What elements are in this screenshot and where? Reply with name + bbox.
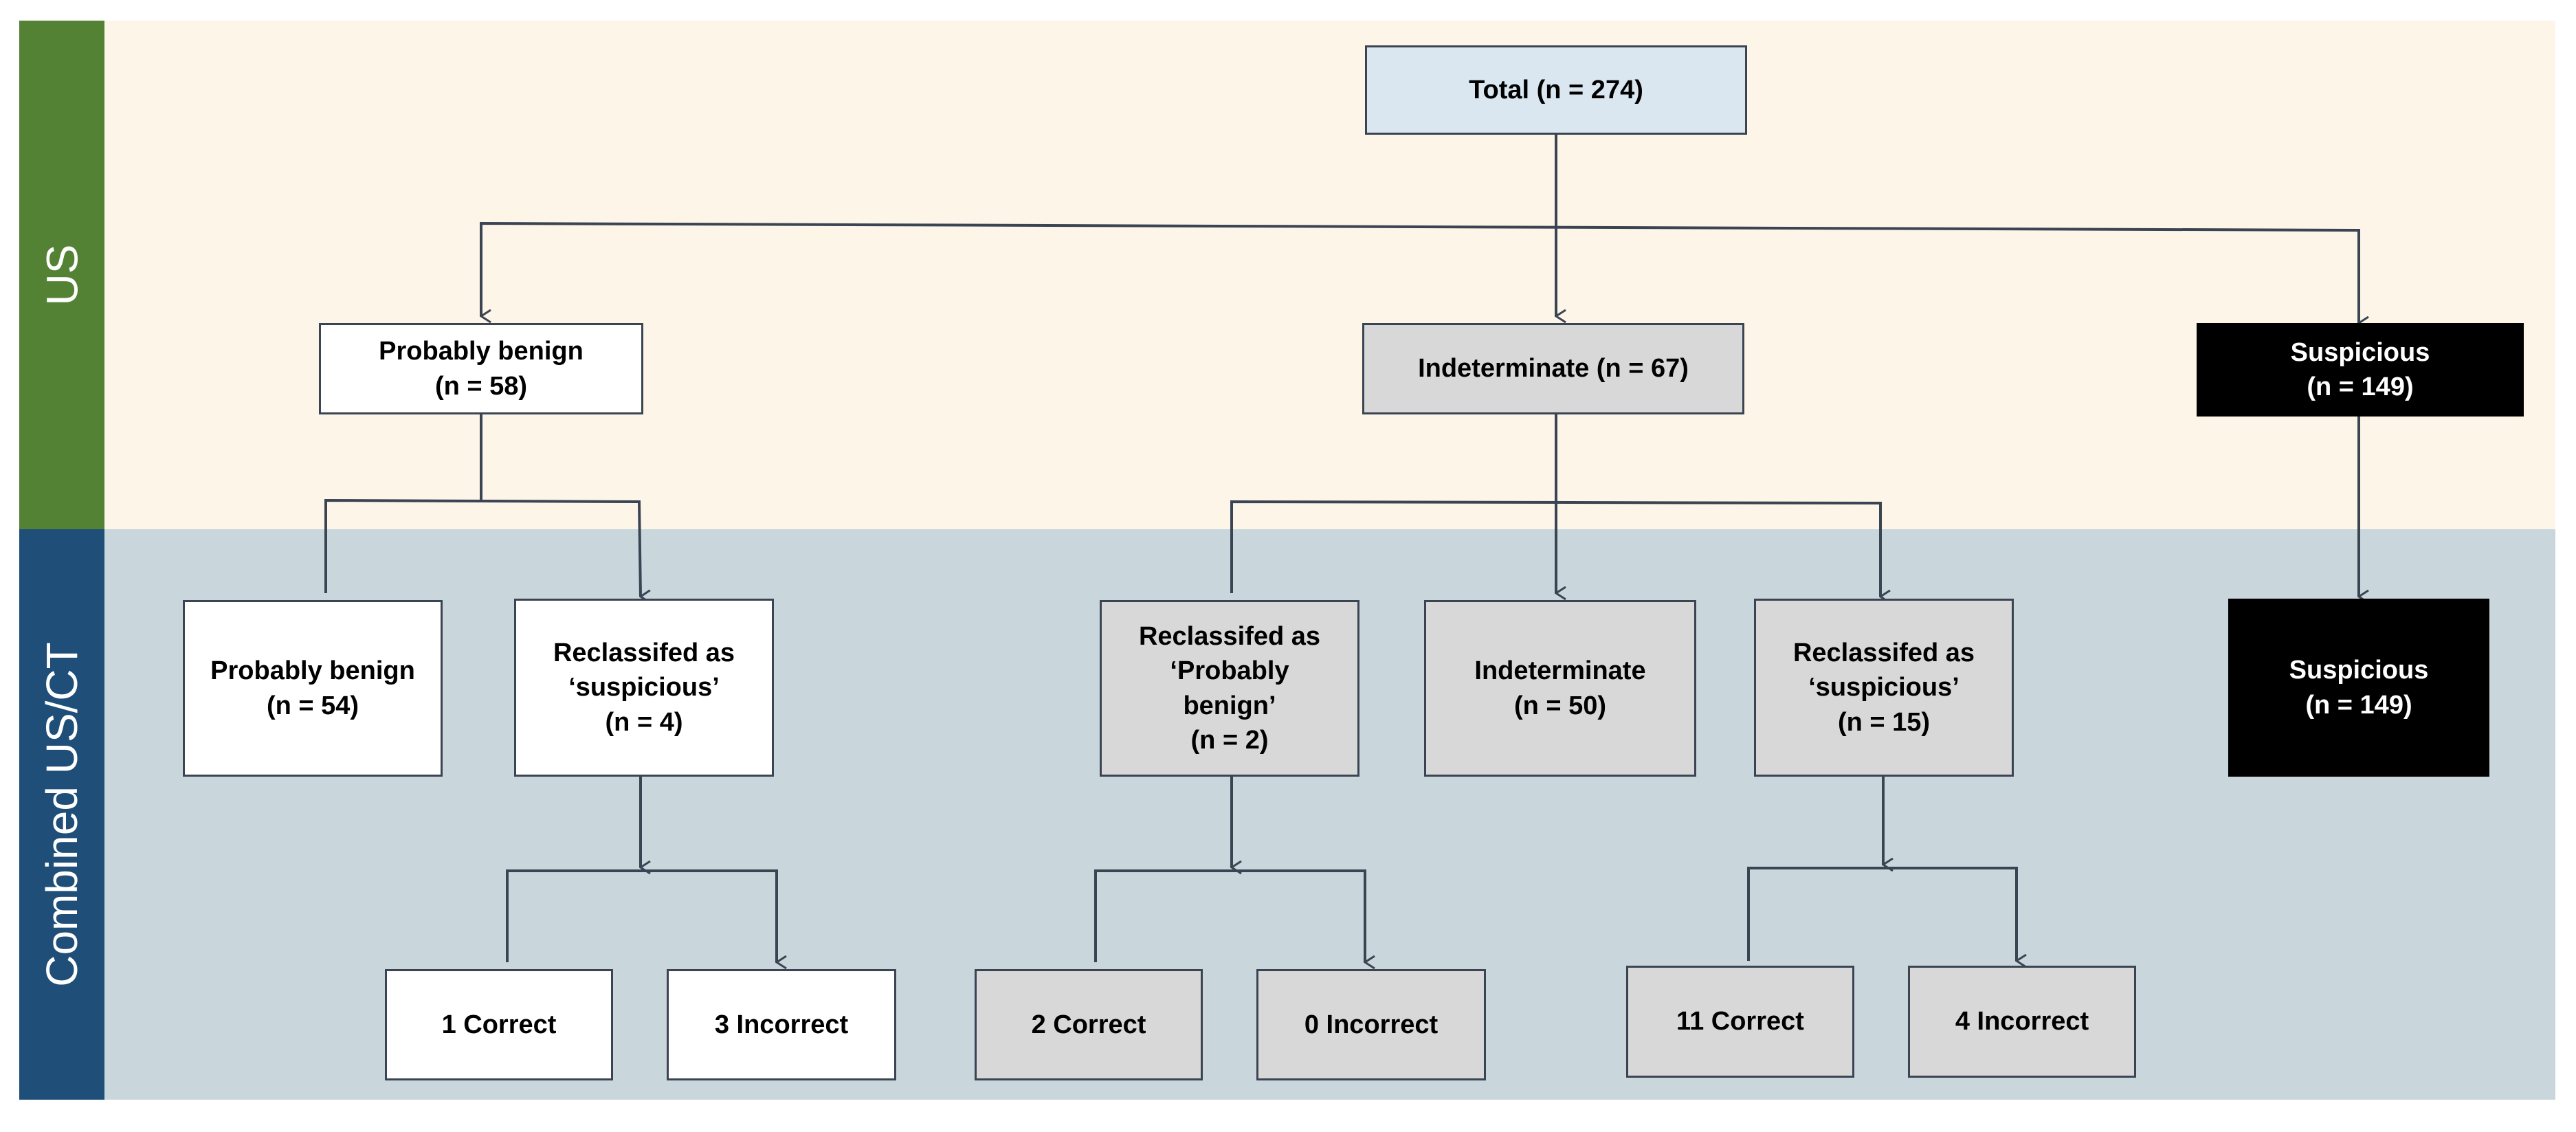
us-suspicious-node: Suspicious (n = 149) bbox=[2197, 323, 2524, 417]
outcome-4-incorrect-node: 4 Incorrect bbox=[1908, 966, 2136, 1078]
us-side-label: US bbox=[19, 21, 104, 529]
outcome-0-incorrect-node: 0 Incorrect bbox=[1256, 969, 1486, 1080]
outcome-2-correct-node: 2 Correct bbox=[975, 969, 1203, 1080]
combined-side-label: Combined US/CT bbox=[19, 529, 104, 1100]
combined-reclassified-suspicious-15-node: Reclassifed as ‘suspicious’ (n = 15) bbox=[1754, 599, 2014, 777]
combined-reclassified-suspicious-4-node: Reclassifed as ‘suspicious’ (n = 4) bbox=[514, 599, 774, 777]
combined-indeterminate-node: Indeterminate (n = 50) bbox=[1424, 600, 1696, 777]
outcome-11-correct-node: 11 Correct bbox=[1626, 966, 1854, 1078]
total-node: Total (n = 274) bbox=[1365, 45, 1747, 135]
us-band bbox=[104, 21, 2555, 529]
outcome-1-correct-node: 1 Correct bbox=[385, 969, 613, 1080]
us-probably-benign-node: Probably benign (n = 58) bbox=[319, 323, 643, 414]
us-indeterminate-node: Indeterminate (n = 67) bbox=[1362, 323, 1744, 414]
outcome-3-incorrect-node: 3 Incorrect bbox=[667, 969, 896, 1080]
combined-suspicious-node: Suspicious (n = 149) bbox=[2228, 599, 2489, 777]
combined-reclassified-probably-benign-2-node: Reclassifed as ‘Probably benign’ (n = 2) bbox=[1100, 600, 1359, 777]
combined-probably-benign-node: Probably benign (n = 54) bbox=[183, 600, 443, 777]
